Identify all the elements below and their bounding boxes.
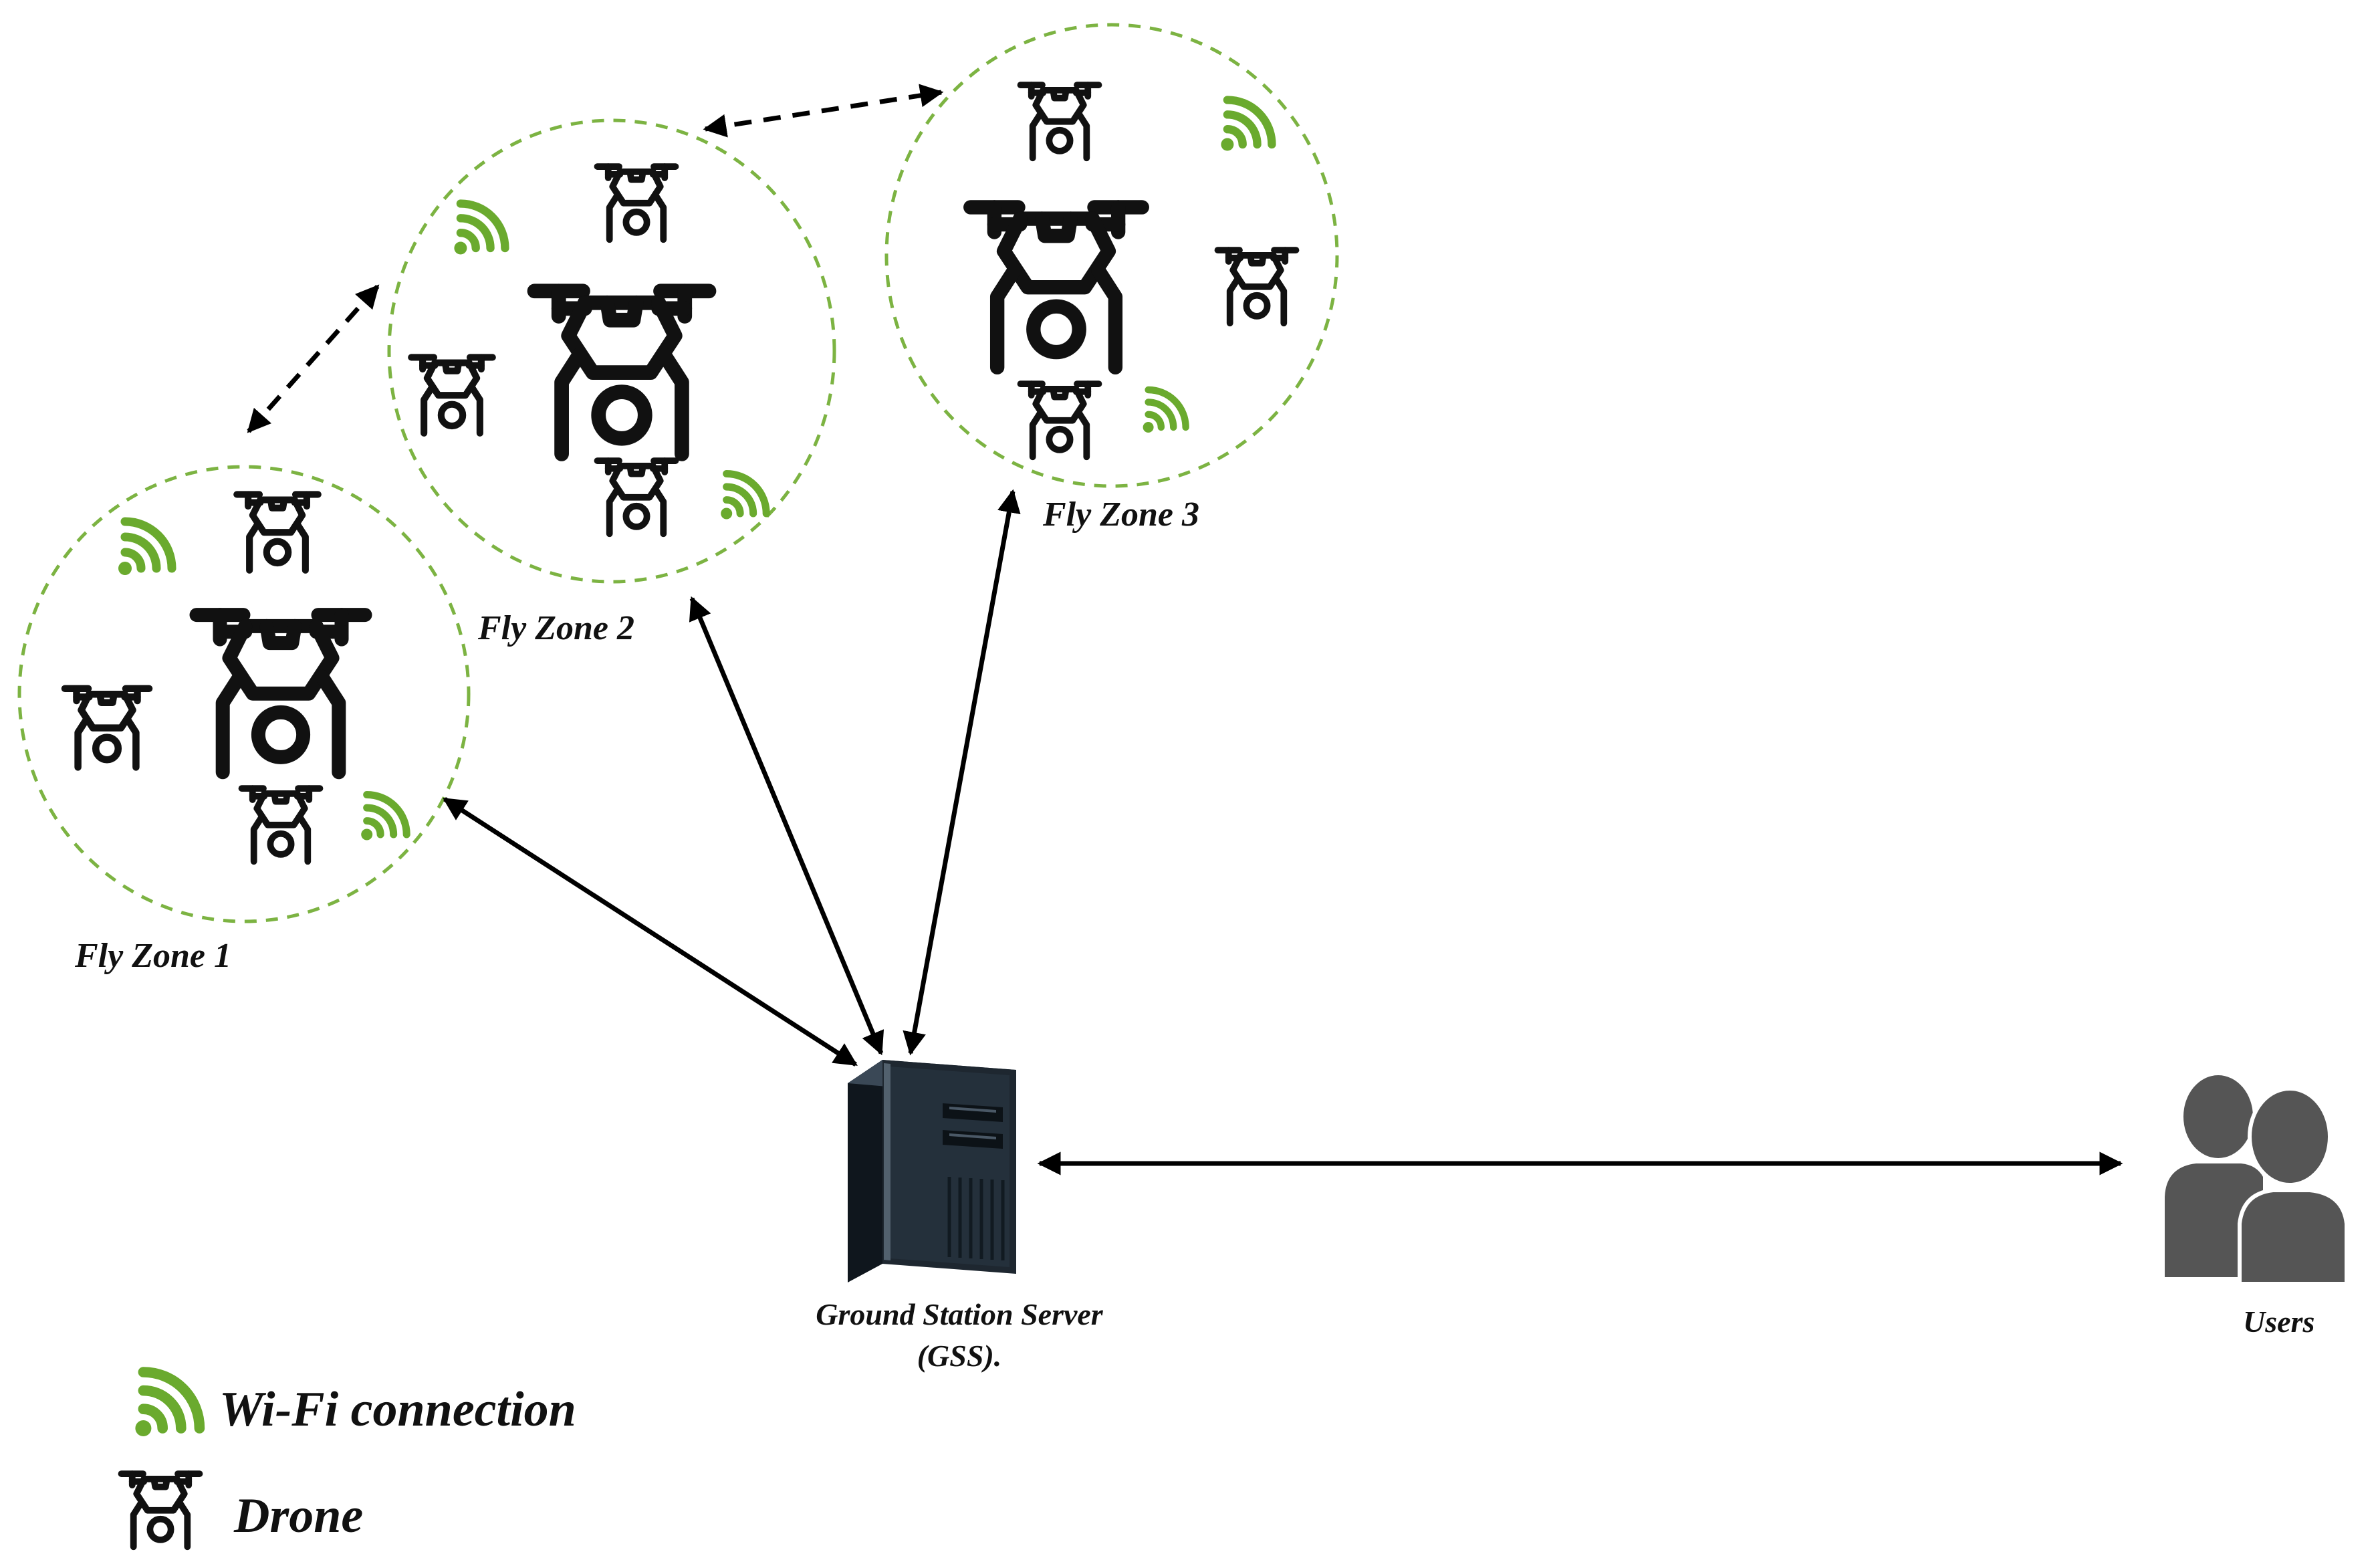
wifi-icon [454,204,505,255]
fly-zone-3-label: Fly Zone 3 [1043,495,1199,534]
fly-zone-1-circle [17,465,471,923]
gss-label-line1: Ground Station Server [816,1297,1103,1331]
fly-zone-2-circle [387,118,836,584]
fly-zone-3-drones [971,85,1296,457]
gss-zone2-link [689,596,884,1056]
drone-icon [411,357,493,433]
drone-icon [598,166,676,239]
wifi-icon [1221,100,1272,151]
users-label: Users [2243,1305,2315,1339]
drone-icon [1218,250,1296,323]
users-group-icon [2165,1075,2349,1286]
wifi-icon [721,474,766,520]
server-tower-icon [848,1060,1016,1282]
wifi-icon [1143,390,1186,433]
fly-zone-1-label: Fly Zone 1 [75,937,231,975]
drone-icon [1021,85,1099,158]
drone-icon [1021,384,1099,457]
zone1-zone2-link [247,284,380,433]
drone-icon [65,689,149,768]
zone2-zone3-link [703,84,944,138]
drone-icon [598,461,676,534]
legend-drone-icon [122,1474,200,1547]
gss-label-line2: (GSS). [917,1339,1002,1373]
gss-zone3-link [903,489,1021,1056]
wifi-icon [118,522,172,575]
drone-icon [535,291,709,454]
gss-label: Ground Station Server (GSS). [759,1294,1160,1377]
drone-icon [197,615,365,772]
legend-wifi-label: Wi-Fi connection [219,1382,576,1437]
legend-drone-label: Drone [234,1488,364,1543]
drone-icon [237,494,318,570]
fly-zone-1-drones [65,494,406,861]
drone-icon [971,207,1143,367]
fly-zone-2-label: Fly Zone 2 [478,609,634,647]
fly-zone-3-circle [884,23,1339,488]
fly-zone-2-drones [411,166,766,534]
drone-icon [242,788,320,861]
wifi-icon [361,795,406,841]
legend-wifi-icon [135,1372,199,1436]
